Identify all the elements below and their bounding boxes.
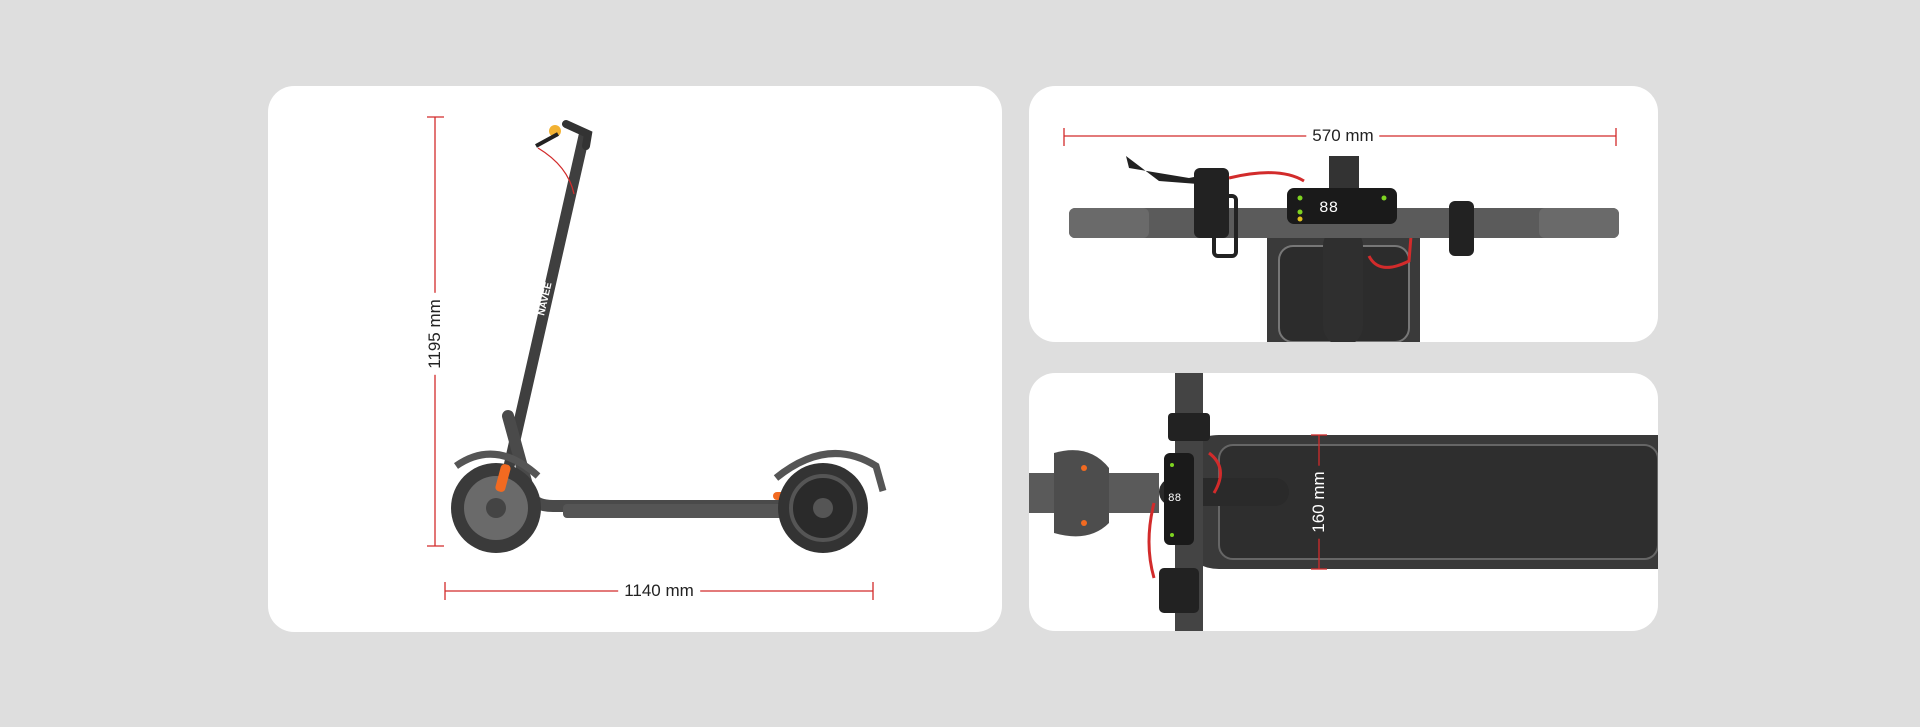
side-view-card: NAVEE 1195 mm 1140 mm	[268, 86, 1002, 632]
handlebar-width-label: 570 mm	[1306, 126, 1380, 146]
deck-width-label: 160 mm	[1309, 465, 1329, 539]
handlebar-illustration: 88	[1063, 128, 1619, 342]
display-digits: 88	[1319, 199, 1338, 217]
dashboard-display	[1164, 453, 1194, 545]
dashboard-display	[1287, 188, 1397, 224]
handlebar-view-card: 88 570 mm	[1029, 86, 1658, 342]
scooter-side-illustration: NAVEE	[427, 116, 887, 600]
display-digits: 88	[1168, 493, 1181, 505]
length-label: 1140 mm	[618, 581, 700, 601]
deck-top-illustration: 88	[1029, 373, 1658, 631]
height-label: 1195 mm	[425, 293, 445, 375]
deck-view-card: 88 160 mm	[1029, 373, 1658, 631]
